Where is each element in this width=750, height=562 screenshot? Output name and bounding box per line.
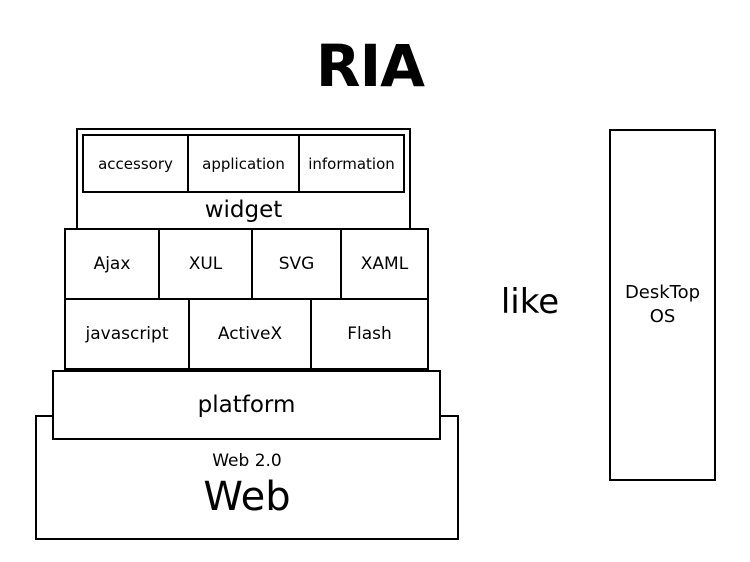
runtime-label: ActiveX — [217, 324, 283, 344]
widget-item-label: application — [202, 154, 285, 173]
platform-block: platform — [52, 370, 441, 440]
web-main-label: Web — [203, 473, 291, 520]
tech-cell-ajax: Ajax — [64, 228, 160, 300]
tech-cell-xaml: XAML — [340, 228, 429, 300]
tech-label: XUL — [188, 254, 223, 274]
runtime-label: javascript — [85, 324, 169, 344]
platform-label: platform — [197, 392, 296, 418]
widget-cell-information: information — [298, 134, 405, 193]
widget-item-label: information — [308, 154, 395, 173]
tech-cell-svg: SVG — [251, 228, 342, 300]
runtime-cell-flash: Flash — [310, 298, 429, 370]
diagram-title: RIA — [315, 32, 425, 100]
widget-item-label: accessory — [98, 154, 173, 173]
runtime-cell-javascript: javascript — [64, 298, 190, 370]
tech-cell-xul: XUL — [158, 228, 253, 300]
desktop-os-block: DeskTop OS — [609, 129, 716, 481]
widget-cell-accessory: accessory — [82, 134, 189, 193]
tech-label: Ajax — [93, 254, 131, 274]
web-sub-label: Web 2.0 — [212, 450, 282, 471]
runtime-cell-activex: ActiveX — [188, 298, 312, 370]
widget-cell-application: application — [187, 134, 300, 193]
desktop-os-line1: DeskTop — [624, 282, 701, 303]
widget-label: widget — [204, 197, 283, 223]
desktop-os-line2: OS — [649, 306, 676, 327]
tech-label: XAML — [360, 254, 409, 274]
runtime-label: Flash — [347, 324, 392, 344]
tech-label: SVG — [278, 254, 315, 274]
like-label: like — [500, 282, 560, 322]
